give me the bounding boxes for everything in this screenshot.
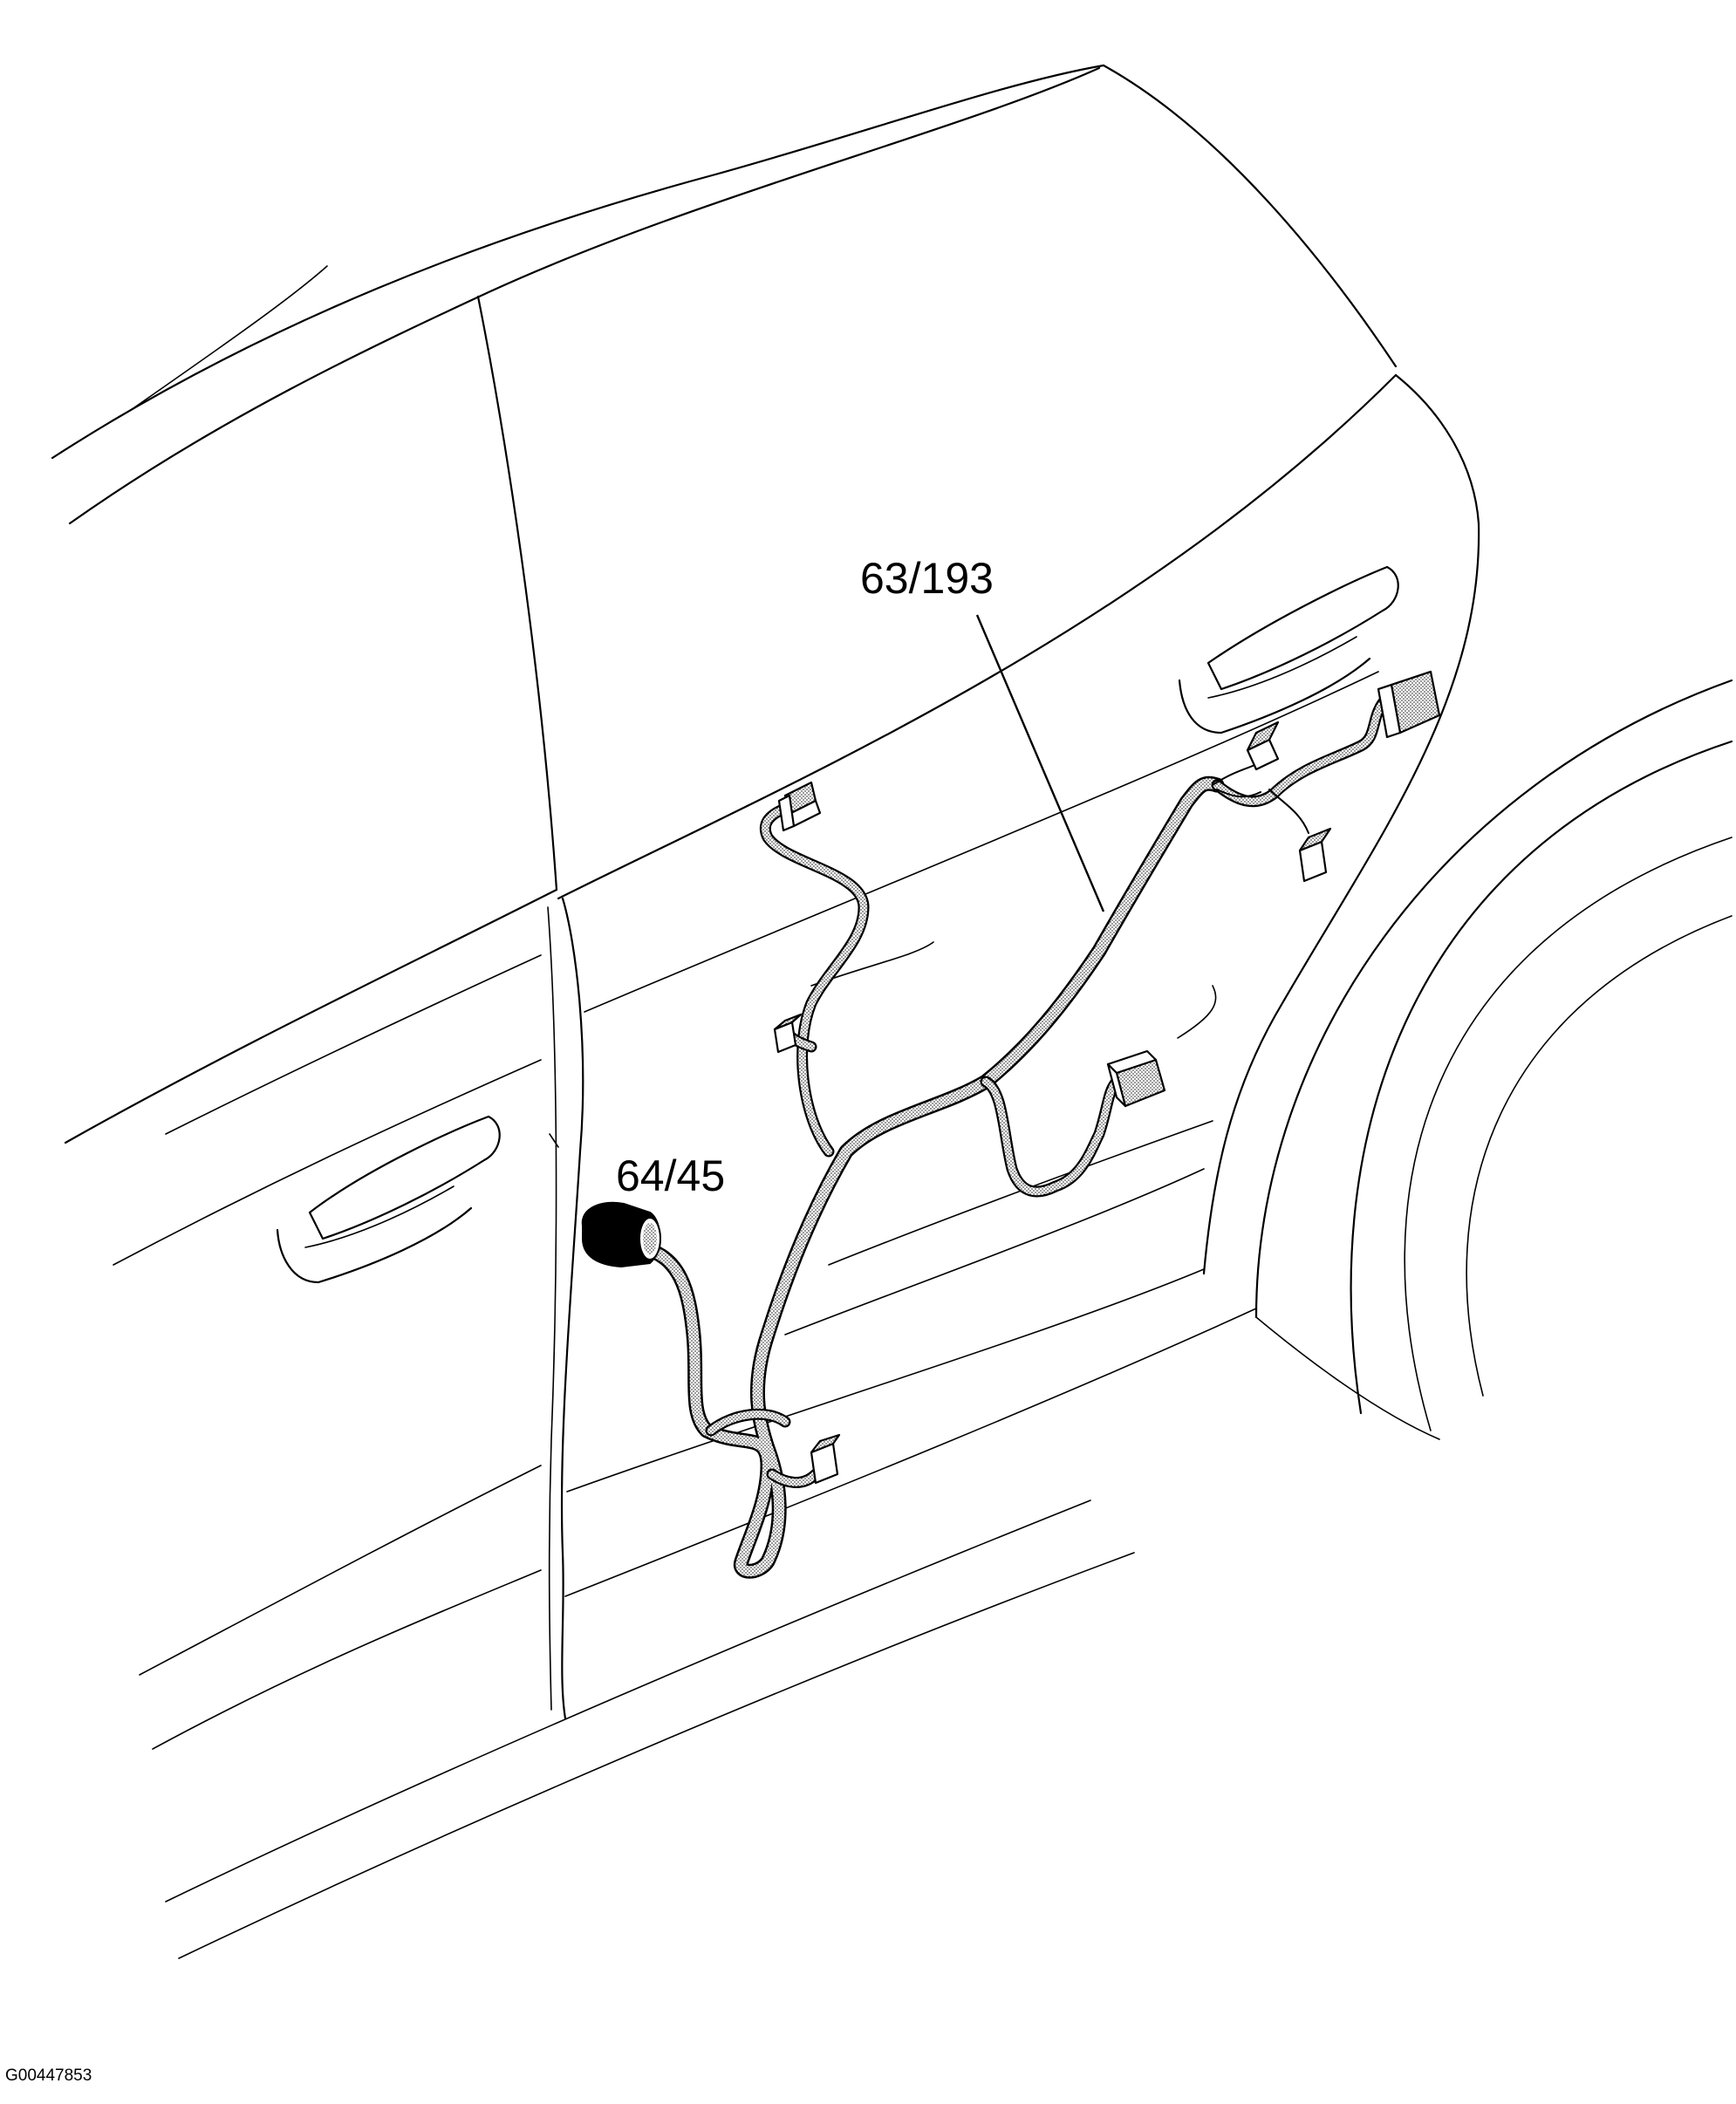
- rear-door-handle: [1178, 565, 1399, 734]
- callout-leader-harness: [975, 614, 1105, 912]
- door-seam: [560, 897, 584, 1720]
- tire-sidewall: [1466, 915, 1733, 1397]
- rear-crease-upper: [584, 671, 1379, 1013]
- rear-crease-3: [1177, 985, 1217, 1039]
- front-crease-upper: [165, 954, 542, 1135]
- connector-upper-right-large: [1377, 670, 1441, 739]
- rear-door-bottom: [566, 1268, 1205, 1493]
- rocker-lower: [178, 1552, 1135, 1959]
- connector-left-mid: [773, 1013, 803, 1054]
- front-door-bottom: [152, 1569, 542, 1750]
- connector-upper-right-small: [1246, 721, 1280, 771]
- rear-crease-4: [828, 1120, 1213, 1266]
- rear-door-rear-edge: [1202, 522, 1480, 1275]
- connector-right-mid-small: [1298, 827, 1332, 883]
- front-crease-mid: [113, 1059, 542, 1266]
- rear-belt-line: [557, 373, 1398, 900]
- tire-outline: [1404, 837, 1733, 1431]
- connector-right-mid-large: [1106, 1049, 1166, 1108]
- rear-crease-5: [784, 1168, 1205, 1335]
- door-seam-inner: [547, 906, 557, 1711]
- roof-rear-curve: [1102, 64, 1398, 368]
- roof-line-lower: [68, 66, 1101, 525]
- front-door-handle: [276, 1115, 501, 1284]
- front-crease-lower: [139, 1465, 542, 1676]
- door-grommet: [581, 1201, 661, 1268]
- front-belt-line: [64, 888, 558, 1144]
- callout-harness-main: 63/193: [860, 554, 994, 603]
- roof-line-outer: [51, 64, 1105, 460]
- rear-door-sill: [564, 1308, 1257, 1597]
- wheel-arch-outer: [1254, 679, 1733, 1319]
- harness-branch-upper-left: [760, 801, 870, 1158]
- door-front-edge-mark: [549, 1133, 559, 1148]
- body-below-arch: [1255, 1316, 1440, 1440]
- wheel-arch-inner: [1350, 740, 1733, 1415]
- callout-door-grommet: 64/45: [616, 1151, 725, 1200]
- harness-branch-upper-right: [1211, 687, 1404, 808]
- connector-top-left: [777, 781, 822, 832]
- figure-id: G00447853: [5, 2066, 92, 2085]
- b-pillar-line: [476, 295, 558, 891]
- c-pillar-edge: [1394, 373, 1480, 525]
- rocker-upper: [165, 1499, 1091, 1902]
- connector-lower: [810, 1433, 841, 1485]
- roof-line-inner: [130, 265, 328, 411]
- car-body-outline: [51, 64, 1733, 1959]
